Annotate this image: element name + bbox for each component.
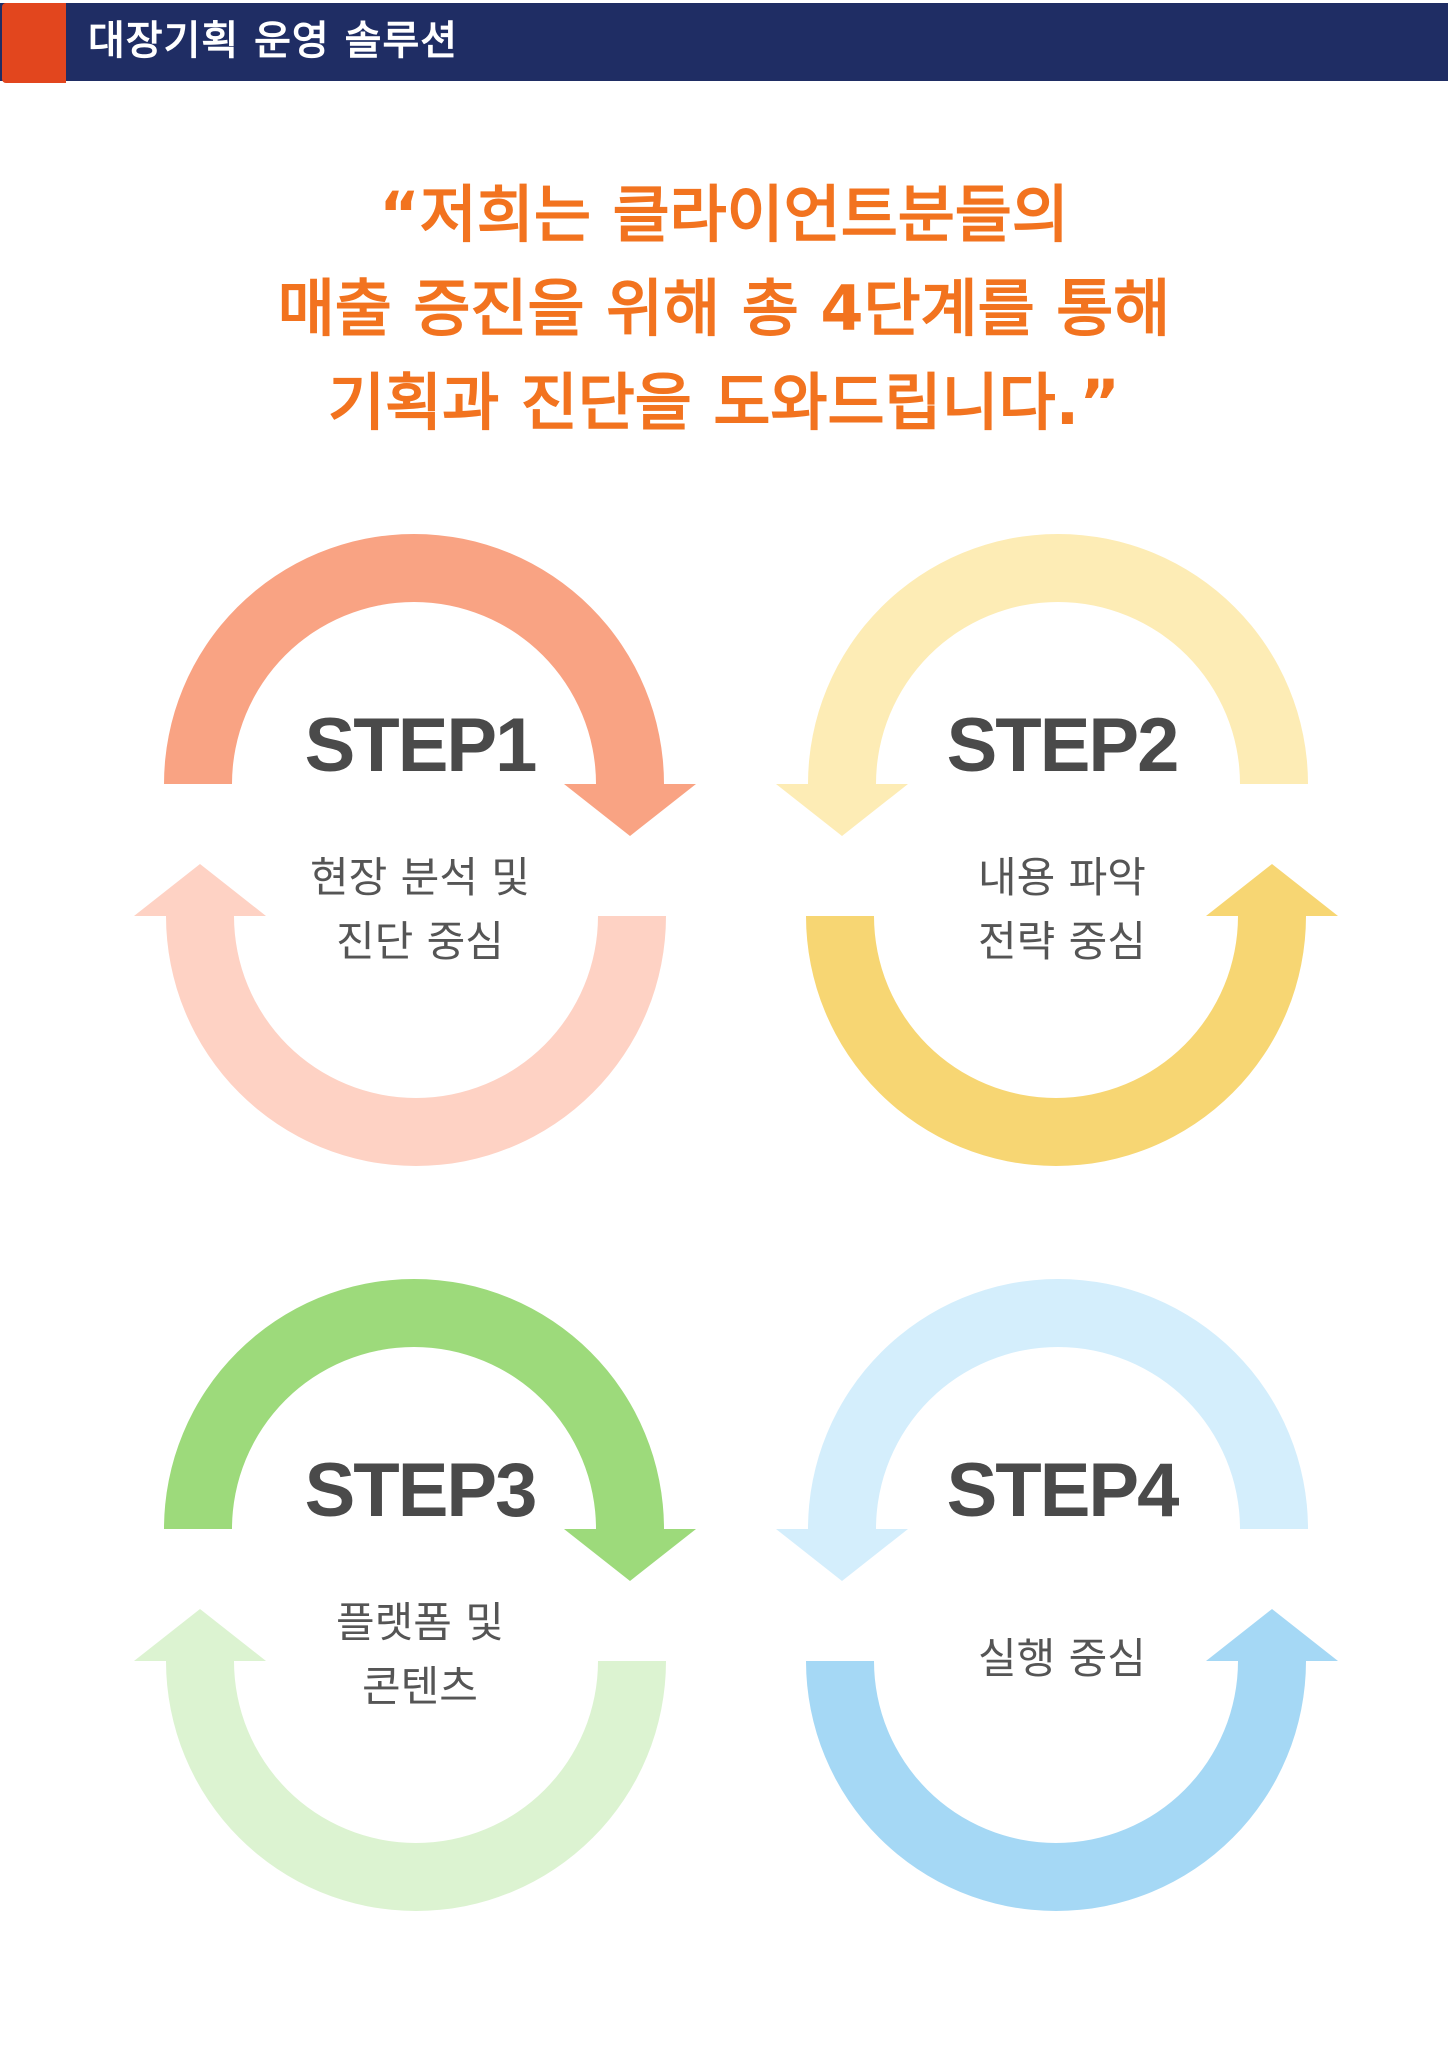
step2-bottom-arrow [806, 864, 1338, 1166]
step1-description: 현장 분석 및 진단 중심 [130, 846, 710, 974]
step1-top-arrow [164, 534, 696, 836]
step2-arrows [776, 534, 1338, 1166]
step1-label: STEP1 [304, 703, 538, 788]
step2-desc-line-2: 전략 중심 [978, 917, 1146, 966]
step1-arrows [134, 534, 696, 1166]
step1-cycle: STEP1 현장 분석 및 진단 중심 [130, 530, 710, 1170]
step3-top-arrow [164, 1279, 696, 1581]
step3-desc-line-1: 플랫폼 및 [336, 1598, 504, 1647]
header-bar: 대장기획 운영 솔루션 [0, 3, 1448, 83]
header-accent [2, 3, 66, 83]
step3-label: STEP3 [304, 1448, 538, 1533]
step4-arrows [776, 1279, 1338, 1911]
page-title: 대장기획 운영 솔루션 [88, 18, 459, 64]
headline-quote: “저희는 클라이언트분들의 매출 증진을 위해 총 4단계를 통해 기획과 진단… [0, 168, 1448, 450]
step4-desc-line-1: 실행 중심 [978, 1634, 1146, 1683]
step2-desc-line-1: 내용 파악 [978, 853, 1146, 902]
step4-label: STEP4 [946, 1448, 1180, 1533]
step3-cycle: STEP3 플랫폼 및 콘텐츠 [130, 1275, 710, 1915]
step4-cycle: STEP4 실행 중심 [772, 1275, 1352, 1915]
step3-arrows [134, 1279, 696, 1911]
step3-description: 플랫폼 및 콘텐츠 [130, 1591, 710, 1719]
step1-bottom-arrow [134, 864, 666, 1166]
quote-line-1: “저희는 클라이언트분들의 [379, 178, 1069, 251]
quote-line-2: 매출 증진을 위해 총 4단계를 통해 [277, 272, 1171, 345]
step3-desc-line-2: 콘텐츠 [362, 1662, 478, 1711]
step4-top-arrow [776, 1279, 1308, 1581]
quote-line-3: 기획과 진단을 도와드립니다.” [328, 366, 1120, 439]
step2-label: STEP2 [946, 703, 1180, 788]
step3-bottom-arrow [134, 1609, 666, 1911]
step2-description: 내용 파악 전략 중심 [772, 846, 1352, 974]
step1-desc-line-2: 진단 중심 [336, 917, 504, 966]
step1-desc-line-1: 현장 분석 및 [310, 853, 530, 902]
step2-top-arrow [776, 534, 1308, 836]
step4-bottom-arrow [806, 1609, 1338, 1911]
step2-cycle: STEP2 내용 파악 전략 중심 [772, 530, 1352, 1170]
step4-description: 실행 중심 [772, 1627, 1352, 1691]
